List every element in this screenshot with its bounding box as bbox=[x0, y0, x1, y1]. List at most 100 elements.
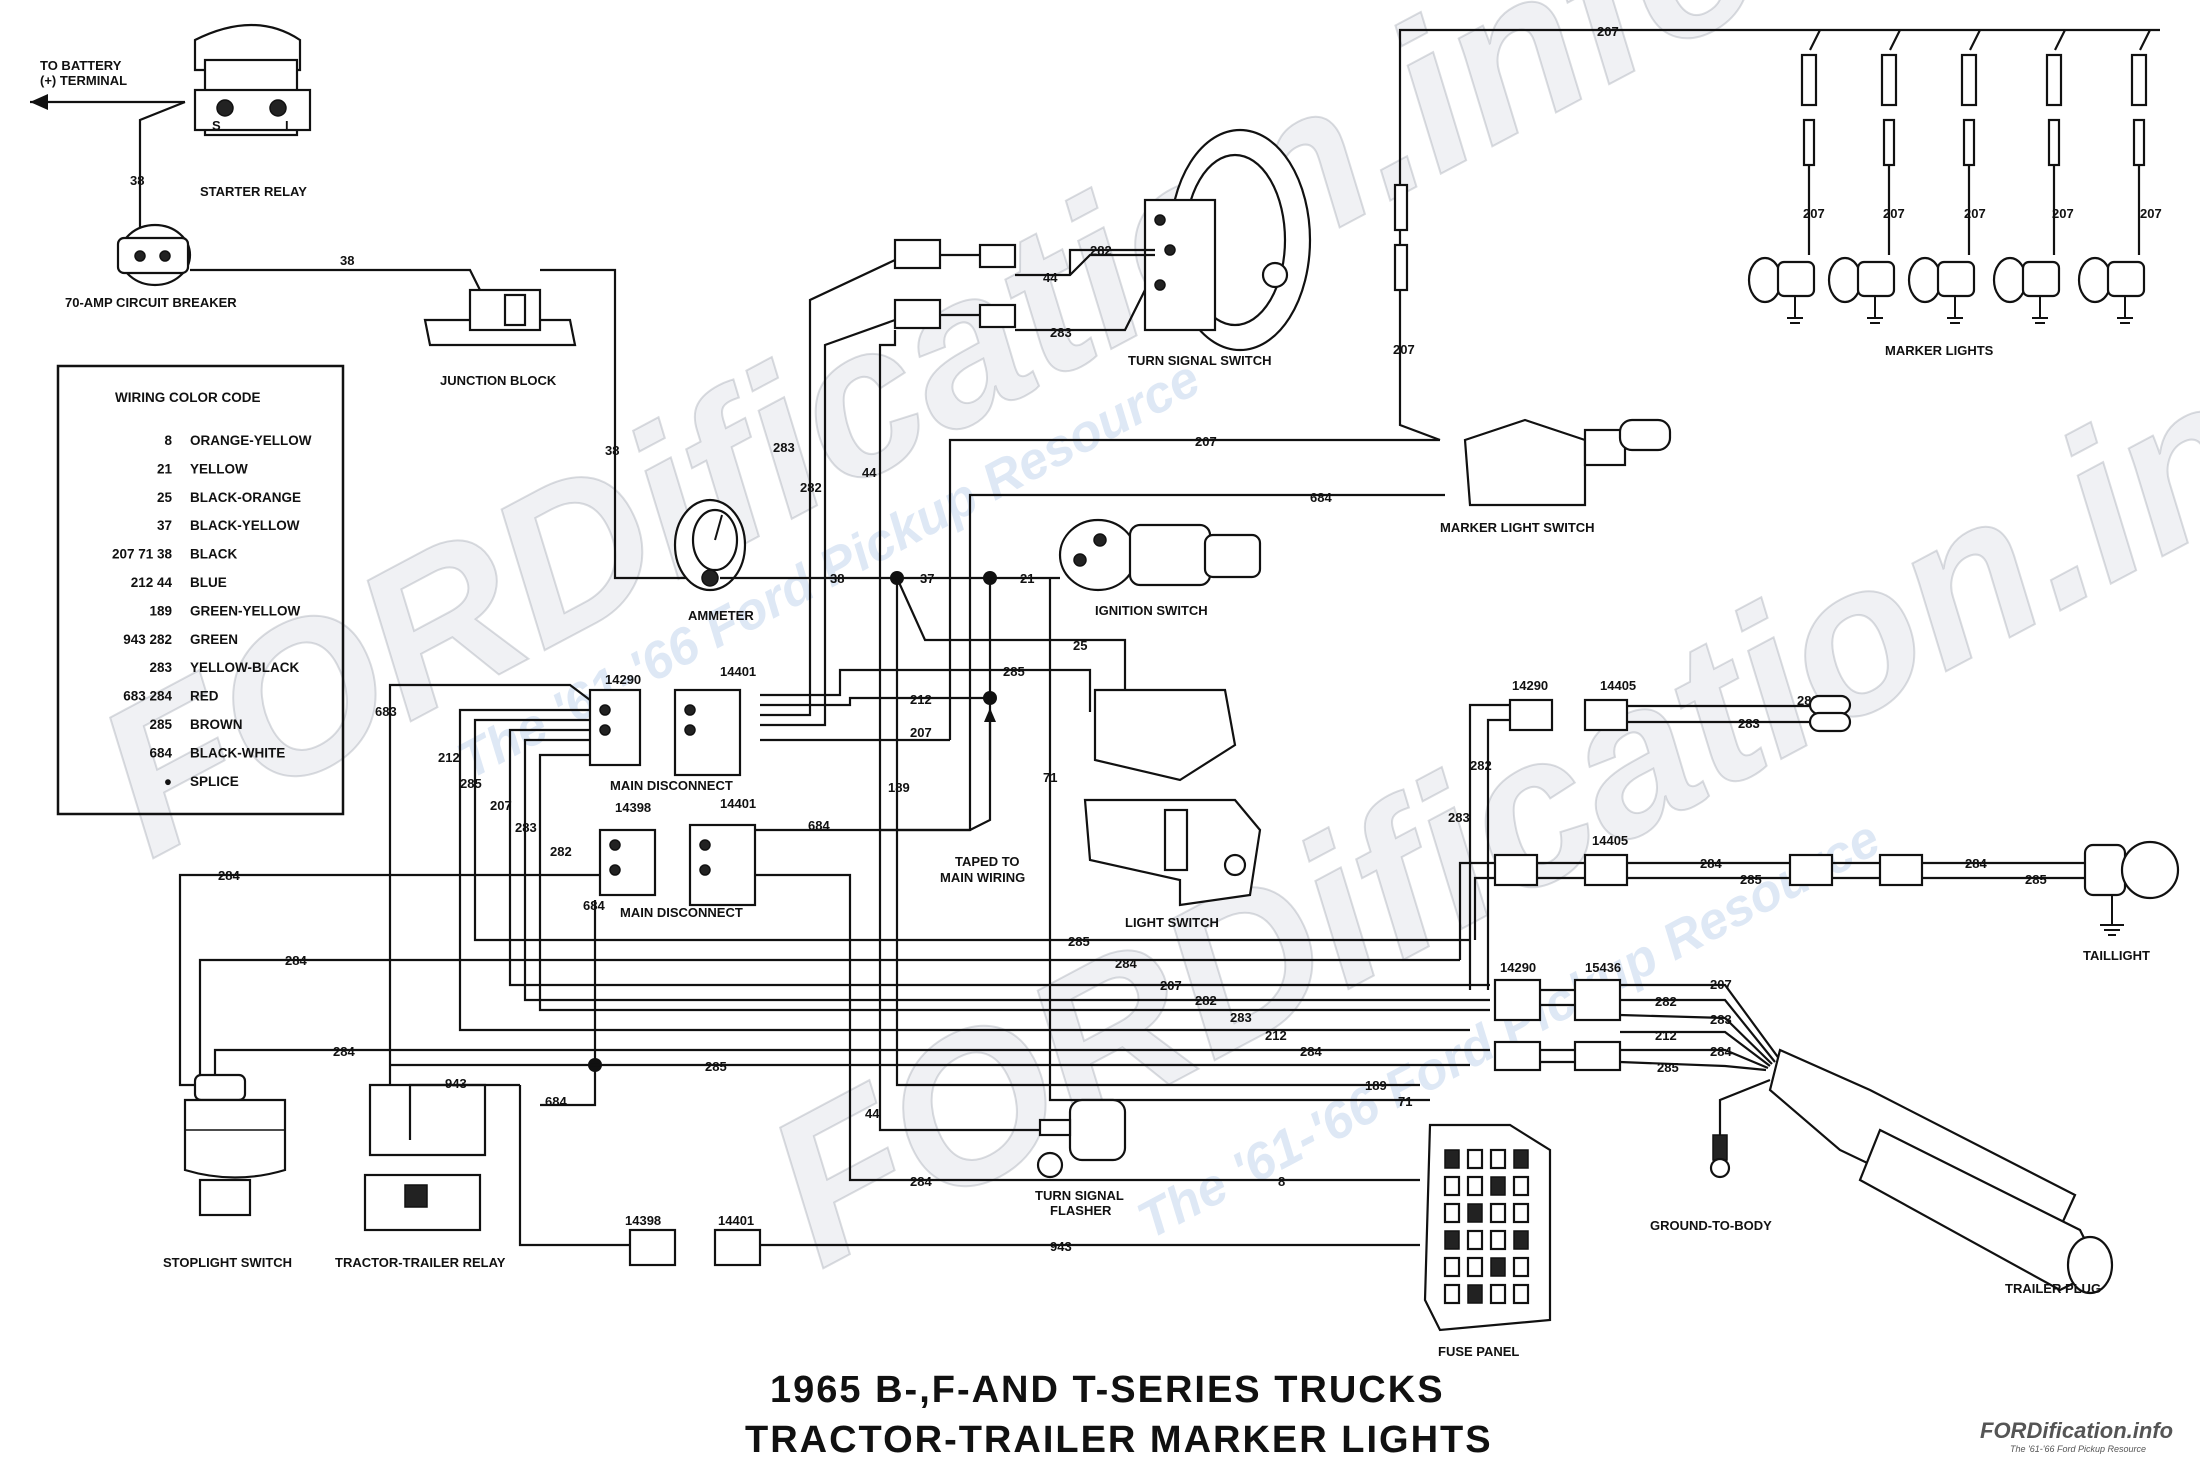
taped-label-1: TAPED TO bbox=[955, 854, 1020, 869]
title-line-1: 1965 B-,F-AND T-SERIES TRUCKS bbox=[770, 1369, 1445, 1411]
fuse-slot bbox=[1513, 1230, 1529, 1250]
legend-codes: 21 bbox=[157, 461, 173, 476]
wire-283-label: 283 bbox=[773, 440, 795, 455]
junction-block: JUNCTION BLOCK bbox=[423, 288, 577, 388]
fuse-slot bbox=[1466, 1175, 1484, 1197]
wire-212-label: 212 bbox=[438, 750, 460, 765]
wire-207-label: 207 bbox=[2140, 206, 2162, 221]
wire-38-label: 38 bbox=[130, 173, 144, 188]
legend-codes: 207 71 38 bbox=[112, 547, 173, 562]
battery-label-2: (+) TERMINAL bbox=[40, 73, 127, 88]
wire-207-label: 207 bbox=[1803, 206, 1825, 221]
connector-number: 15436 bbox=[1585, 960, 1621, 975]
wire-285-label: 285 bbox=[1740, 872, 1762, 887]
circuit-breaker-label: 70-AMP CIRCUIT BREAKER bbox=[65, 295, 237, 310]
connector-number: 14290 bbox=[605, 672, 641, 687]
connector-number: 14405 bbox=[1600, 678, 1636, 693]
connector-number: 14290 bbox=[1500, 960, 1536, 975]
wire-284-label: 284 bbox=[1700, 856, 1722, 871]
stoplight-switch-label: STOPLIGHT SWITCH bbox=[163, 1255, 292, 1270]
legend-color: SPLICE bbox=[190, 774, 239, 789]
legend-color: ORANGE-YELLOW bbox=[190, 433, 312, 448]
turn-signal-switch: TURN SIGNAL SWITCH bbox=[1128, 128, 1312, 368]
junction-block-label: JUNCTION BLOCK bbox=[440, 373, 557, 388]
connector-number: 14401 bbox=[720, 796, 756, 811]
wire-684-label: 684 bbox=[583, 898, 605, 913]
wire-38-label: 38 bbox=[830, 571, 844, 586]
legend-codes: 25 bbox=[157, 490, 173, 505]
wire-284-label: 284 bbox=[1300, 1044, 1322, 1059]
legend-color: BLACK-ORANGE bbox=[190, 490, 301, 505]
legend-color: RED bbox=[190, 689, 219, 704]
light-switch: LIGHT SWITCH bbox=[1083, 688, 1262, 930]
wire-283-label: 283 bbox=[1710, 1012, 1732, 1027]
starter-relay-label: STARTER RELAY bbox=[200, 184, 307, 199]
wire-285-label: 285 bbox=[705, 1059, 727, 1074]
wire-207-label: 207 bbox=[1710, 977, 1732, 992]
wire-943-label: 943 bbox=[445, 1076, 467, 1091]
wire-943-label: 943 bbox=[1050, 1239, 1072, 1254]
legend-codes: 943 282 bbox=[123, 632, 172, 647]
wire-284-label: 284 bbox=[333, 1044, 355, 1059]
wire-285-label: 285 bbox=[1068, 934, 1090, 949]
legend-color: BLACK-YELLOW bbox=[190, 518, 300, 533]
wire-684-label: 684 bbox=[545, 1094, 567, 1109]
wire-285-label: 285 bbox=[1657, 1060, 1679, 1075]
wire-282-label: 282 bbox=[1470, 758, 1492, 773]
title-line-2: TRACTOR-TRAILER MARKER LIGHTS bbox=[745, 1419, 1493, 1461]
ammeter-label: AMMETER bbox=[688, 608, 754, 623]
wire-207-label: 207 bbox=[1597, 24, 1619, 39]
battery-label-1: TO BATTERY bbox=[40, 58, 122, 73]
svg-text:S: S bbox=[212, 118, 221, 133]
fuse-slot bbox=[1489, 1148, 1507, 1170]
wire-283-label: 283 bbox=[515, 820, 537, 835]
connector-number: 14401 bbox=[720, 664, 756, 679]
wire-71-label: 71 bbox=[1043, 770, 1057, 785]
taped-label-2: MAIN WIRING bbox=[940, 870, 1025, 885]
legend-codes: 283 bbox=[149, 660, 172, 675]
main-disconnect-lower: 14398 14401 MAIN DISCONNECT bbox=[598, 796, 756, 920]
wire-44-label: 44 bbox=[862, 465, 877, 480]
marker-light-unit bbox=[1747, 29, 1821, 324]
wire-282-label: 282 bbox=[550, 844, 572, 859]
legend-color: YELLOW bbox=[190, 461, 248, 476]
tractor-trailer-relay-label: TRACTOR-TRAILER RELAY bbox=[335, 1255, 506, 1270]
fuse-slot bbox=[1443, 1202, 1461, 1224]
svg-text:I: I bbox=[285, 118, 289, 133]
fuse-slot bbox=[1467, 1284, 1483, 1304]
wire-285-label: 285 bbox=[460, 776, 482, 791]
wire-282-label: 282 bbox=[800, 480, 822, 495]
fuse-slot bbox=[1466, 1229, 1484, 1251]
marker-light-unit bbox=[1992, 29, 2066, 324]
fuse-slot bbox=[1466, 1148, 1484, 1170]
turn-signal-flasher-label-2: FLASHER bbox=[1050, 1203, 1112, 1218]
fuse-slot bbox=[1467, 1203, 1483, 1223]
fuse-panel-label: FUSE PANEL bbox=[1438, 1344, 1519, 1359]
legend-codes: 37 bbox=[157, 518, 172, 533]
legend-codes: 189 bbox=[149, 603, 172, 618]
light-switch-label: LIGHT SWITCH bbox=[1125, 915, 1219, 930]
fuse-slot bbox=[1513, 1149, 1529, 1169]
ground-to-body-label: GROUND-TO-BODY bbox=[1650, 1218, 1772, 1233]
marker-lights: MARKER LIGHTS bbox=[1747, 28, 2160, 358]
wire-44-label: 44 bbox=[1043, 270, 1058, 285]
wire-189-label: 189 bbox=[888, 780, 910, 795]
wire-44-label: 44 bbox=[865, 1106, 880, 1121]
wire-282-label: 282 bbox=[1195, 993, 1217, 1008]
wire-285-label: 285 bbox=[1003, 664, 1025, 679]
stoplight-switch: STOPLIGHT SWITCH bbox=[163, 1073, 292, 1270]
starter-relay: TO BATTERY (+) TERMINAL S I STARTER RELA… bbox=[30, 24, 312, 199]
wire-207-label: 207 bbox=[2052, 206, 2074, 221]
wire-207-label: 207 bbox=[1393, 342, 1415, 357]
connector-number: 14405 bbox=[1592, 833, 1628, 848]
taillight: TAILLIGHT bbox=[2083, 840, 2180, 963]
fuse-slot bbox=[1489, 1283, 1507, 1305]
trailer-plug: TRAILER PLUG bbox=[1768, 1048, 2114, 1296]
wire-212-label: 212 bbox=[910, 692, 932, 707]
footer-tagline: The '61-'66 Ford Pickup Resource bbox=[2010, 1444, 2146, 1454]
legend-color: GREEN bbox=[190, 632, 238, 647]
marker-light-unit bbox=[1907, 29, 1981, 324]
tractor-trailer-relay: TRACTOR-TRAILER RELAY bbox=[335, 1083, 506, 1270]
connector-number: 14290 bbox=[1512, 678, 1548, 693]
